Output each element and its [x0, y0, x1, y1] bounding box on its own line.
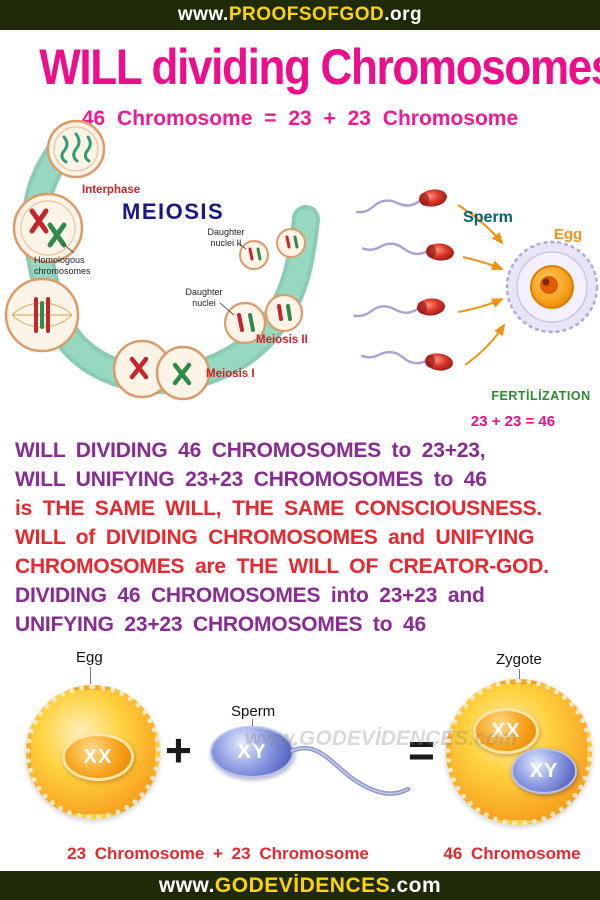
zygote-cell: XX XY	[446, 679, 592, 825]
sperm-cell	[360, 350, 453, 371]
sperm-cell	[353, 298, 445, 318]
daughter-nuclei2-label-line2: nuclei II	[210, 238, 241, 248]
bottom-url-prefix: www.	[158, 873, 215, 897]
daughter-nuclei2-cells	[239, 228, 306, 270]
message-line: WILL UNIFYING 23+23 CHROMOSOMES to 46	[15, 468, 487, 491]
sperm-pointer-line	[252, 719, 253, 726]
sperm-cells-group	[353, 189, 454, 371]
sperm-cell	[355, 189, 447, 214]
chromosome-equation-subtitle: 46 Chromosome = 23 + 23 Chromosome	[81, 107, 519, 130]
homologous-chromosomes-cell	[12, 192, 84, 264]
sperm-label: Sperm	[463, 209, 513, 226]
egg-chromosomes-xx: XX	[62, 733, 134, 781]
message-line: CHROMOSOMES are THE WILL OF CREATOR-GOD.	[15, 555, 549, 578]
sperm-label-bottom: Sperm	[231, 703, 276, 720]
top-url-prefix: www.	[177, 4, 229, 25]
watermark: www.GODEVİDENCES.com	[245, 727, 518, 750]
bottom-url-banner: www.GODEVİDENCES.com	[0, 871, 600, 900]
zygote-pointer-line	[519, 669, 520, 679]
sperm-tail	[290, 745, 411, 796]
plus-sign: +	[165, 724, 192, 776]
egg-label: Egg	[554, 226, 582, 243]
fertilization-title: FERTİLİZATION	[491, 388, 590, 403]
daughter-nuclei-label-line1: Daughter	[185, 287, 222, 297]
message-text-block: WILL DIVIDING 46 CHROMOSOMES to 23+23, W…	[0, 436, 600, 639]
daughter-nuclei2-label-line1: Daughter	[207, 227, 244, 237]
label-leader-lines	[61, 242, 247, 316]
zygote-label: Zygote	[496, 651, 542, 668]
homologous-label-line2: chromosomes	[34, 266, 91, 276]
page-title-text: WILL dividing Chromosomes	[39, 39, 600, 95]
top-url-banner: www.PROOFSOFGOD.org	[0, 0, 600, 30]
interphase-cell	[46, 119, 106, 179]
caption-46-chromosome: 46 Chromosome	[443, 844, 581, 863]
spindle-cell	[4, 277, 80, 353]
meiosis-diagram-svg: Interphase MEIOSIS Homologous chromosome…	[4, 119, 599, 430]
egg-cell-bottom: XX	[26, 685, 160, 819]
homologous-label-line1: Homologous	[34, 255, 85, 265]
meiosis1-label: Meiosis I	[206, 368, 255, 380]
message-line: DIVIDING 46 CHROMOSOMES into 23+23 and	[15, 584, 485, 607]
top-url-suffix: .org	[384, 4, 423, 25]
sperm-cell	[361, 242, 454, 261]
egg-pointer-line	[90, 667, 91, 684]
sperm-cell-bottom: XY	[210, 726, 294, 778]
meiosis2-cells	[223, 293, 304, 345]
meiosis2-label: Meiosis II	[256, 334, 308, 346]
bottom-url-suffix: .com	[390, 873, 442, 897]
equals-sign: =	[408, 724, 435, 776]
zygote-chromosomes-xx: XX	[473, 708, 539, 754]
bottom-url-brand: GODEVİDENCES	[214, 873, 391, 897]
message-line: UNIFYING 23+23 CHROMOSOMES to 46	[15, 613, 426, 636]
egg-cell-illustration	[505, 240, 599, 334]
message-line: WILL of DIVIDING CHROMOSOMES and UNIFYIN…	[15, 526, 535, 549]
daughter-nuclei-label-line2: nuclei	[192, 298, 216, 308]
message-line: WILL DIVIDING 46 CHROMOSOMES to 23+23,	[15, 439, 486, 462]
fertilization-equation-diagram: Egg XX + Sperm XY = Zygote XX XY www.GOD…	[0, 639, 600, 839]
interphase-label: Interphase	[82, 184, 140, 196]
message-line: is THE SAME WILL, THE SAME CONSCIOUSNESS…	[15, 497, 543, 520]
page-title: WILL dividing Chromosomes	[0, 40, 600, 95]
caption-23-plus-23-chromosome: 23 Chromosome + 23 Chromosome	[67, 844, 369, 863]
zygote-chromosomes-xy: XY	[511, 748, 577, 794]
fertilization-equation: 23 + 23 = 46	[471, 413, 555, 430]
fertilization-arrows	[457, 204, 506, 366]
caption-row: 23 Chromosome + 23 Chromosome 46 Chromos…	[0, 839, 600, 871]
meiosis1-cells	[112, 339, 211, 401]
top-url-brand: PROOFSOFGOD	[228, 4, 385, 25]
meiosis-fertilization-illustration: Interphase MEIOSIS Homologous chromosome…	[0, 119, 600, 430]
egg-label-bottom: Egg	[76, 649, 103, 666]
meiosis-heading: MEIOSIS	[122, 199, 224, 224]
